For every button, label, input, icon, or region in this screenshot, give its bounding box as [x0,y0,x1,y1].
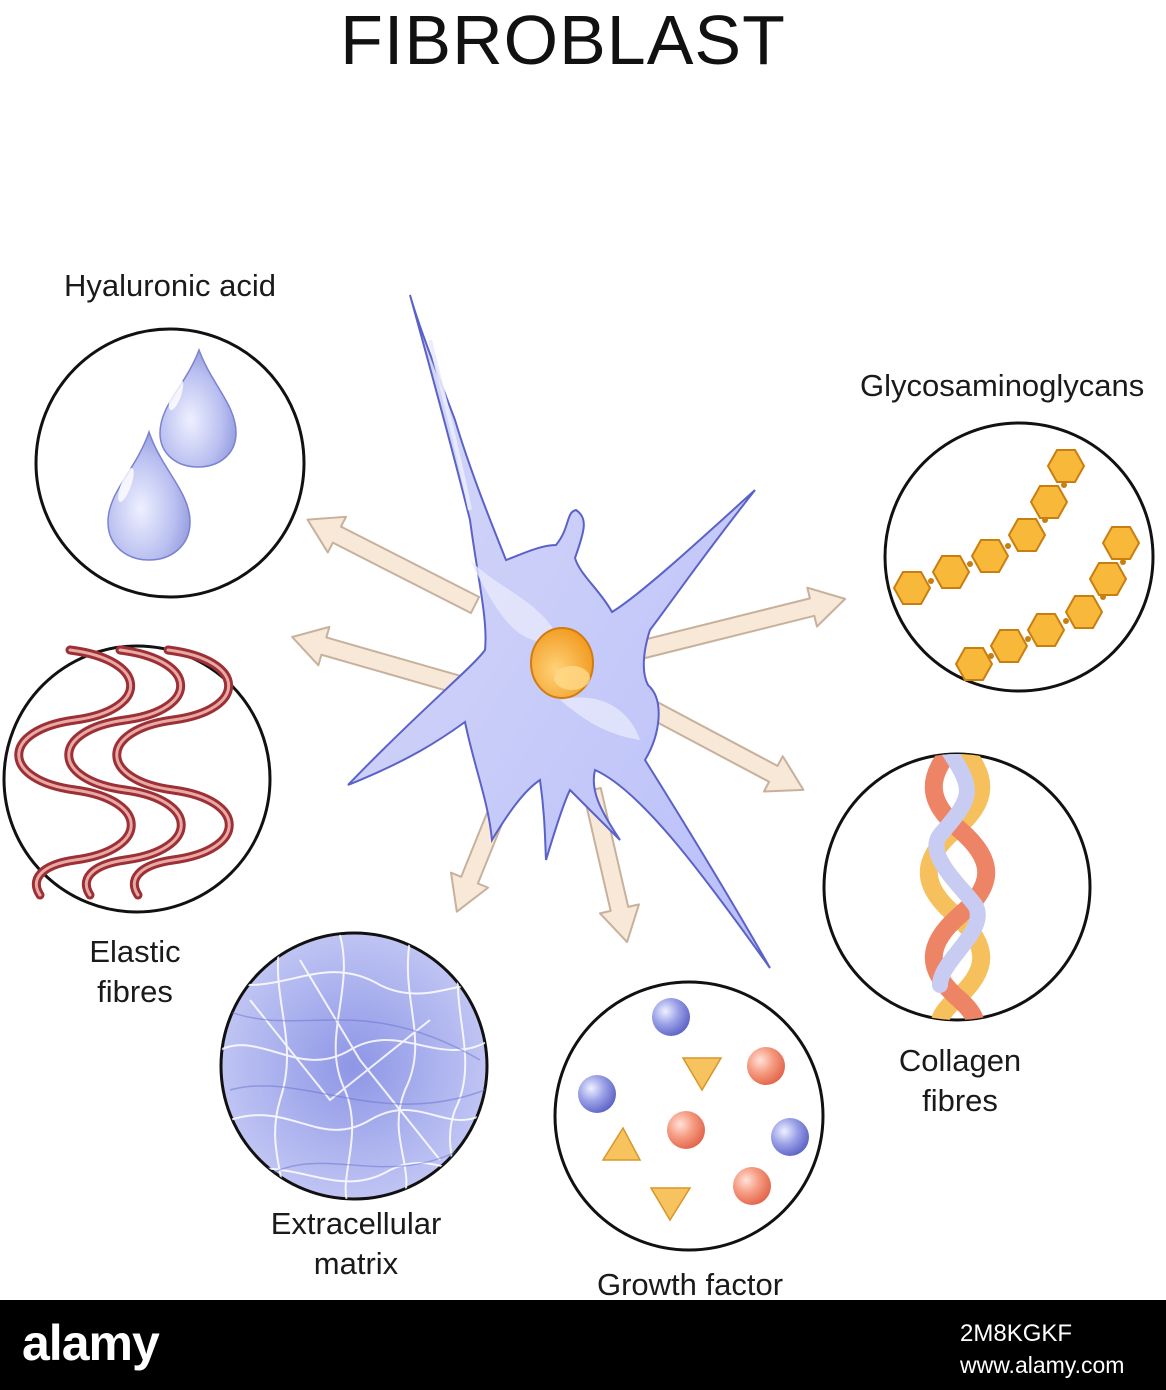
growth-factor-sphere-orange [733,1167,771,1205]
secretion-arrows [291,515,847,944]
growth-factor-sphere-orange [747,1047,785,1085]
label-collagen-fibres-line2: fibres [922,1083,998,1118]
growth-factor-sphere-blue [771,1118,809,1156]
label-growth-factor: Growth factor [596,1267,784,1302]
glycosaminoglycans-circle [883,421,1155,693]
watermark-footer: alamy 2M8KGKF www.alamy.com [0,1300,1166,1390]
cell-highlight [560,697,640,740]
growth-factor-sphere-blue [652,998,690,1036]
growth-factor-triangle [649,1187,692,1222]
label-extracellular-matrix-line2: matrix [313,1246,399,1281]
arrow-to-glycosaminoglycans [616,586,847,665]
label-elastic-fibres-line2: fibres [97,974,173,1009]
fibroblast-cell [347,294,771,969]
footer-url-text: www.alamy.com [960,1352,1125,1378]
arrow-to-elastic-fibres [291,625,474,698]
arrow-to-hyaluronic-acid [306,515,481,615]
extracellular-matrix-circle [219,931,489,1201]
nucleus-highlight [554,666,590,690]
label-extracellular-matrix-line1: Extracellular [270,1206,442,1241]
collagen-strand [928,754,986,993]
elastic-fibres-circle [2,644,272,914]
growth-factor-triangle [601,1126,642,1161]
cell-highlight [428,339,472,511]
water-drop-icon [159,347,237,468]
hyaluronic-acid-circle [34,327,306,599]
glycosaminoglycan-chain [892,449,1086,605]
water-drop-icon [107,429,191,561]
label-collagen-fibres-line1: Collagen [898,1043,1022,1078]
growth-factor-circle [553,980,825,1252]
growth-factor-triangle [681,1057,723,1092]
collagen-strand [924,754,996,1020]
page-title: FIBROBLAST [340,1,786,79]
collagen-fibres-circle [822,752,1092,1022]
glycosaminoglycan-chain [954,526,1141,681]
label-elastic-fibres-line1: Elastic [89,934,181,969]
diagram-canvas [2,294,1155,1252]
growth-factor-sphere-blue [578,1075,616,1113]
arrow-to-growth-factor [582,786,640,944]
label-hyaluronic-acid: Hyaluronic acid [64,268,276,303]
alamy-logo: alamy [22,1315,160,1371]
label-glycosaminoglycans: Glycosaminoglycans [860,368,1145,403]
image-id-text: 2M8KGKF [960,1320,1073,1347]
cell-highlight [470,560,560,642]
growth-factor-sphere-orange [667,1111,705,1149]
collagen-triple-helix [919,754,996,1020]
collagen-strand [919,754,991,1020]
